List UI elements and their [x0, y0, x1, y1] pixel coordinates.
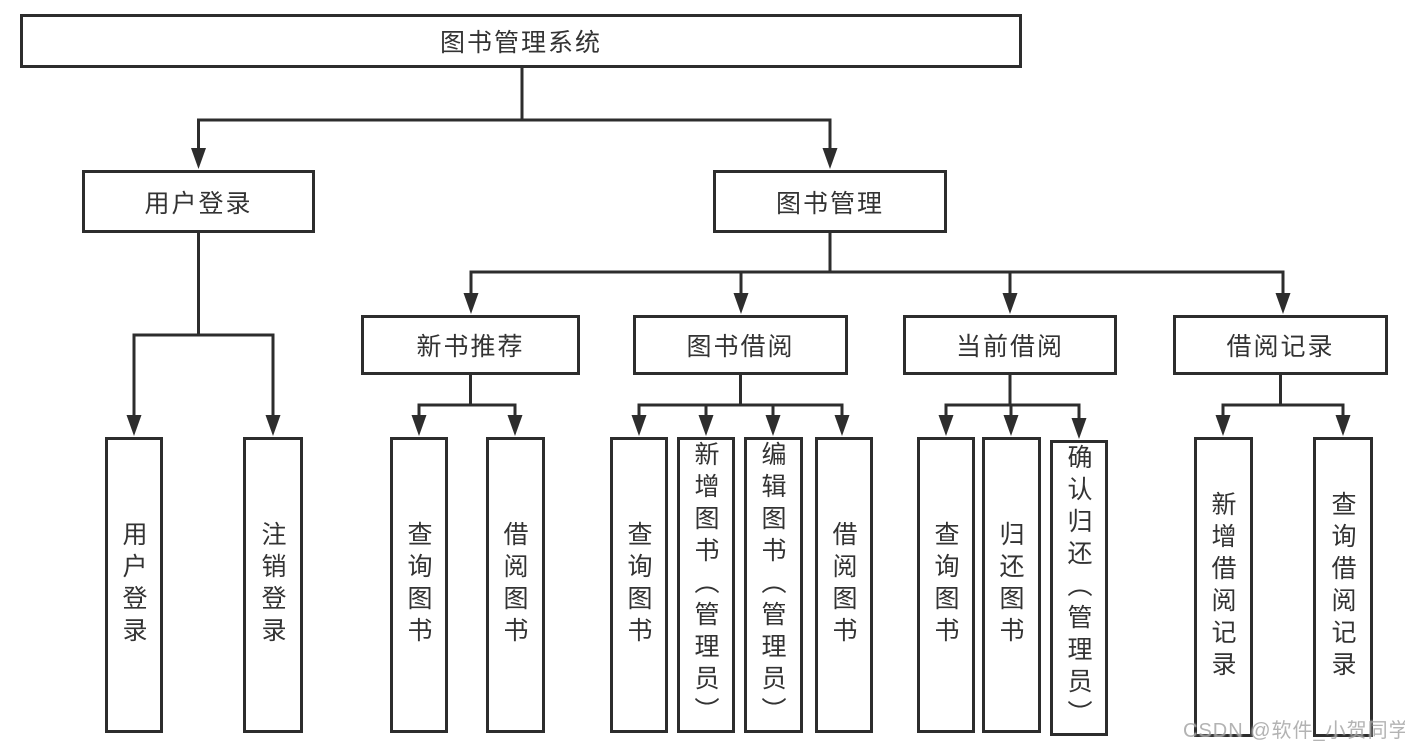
connector-user-login-subtree: [126, 233, 281, 436]
connector-book-management-subtree: [463, 233, 1291, 314]
leaf-add-book-admin: 新增图书（管理员）: [677, 437, 735, 733]
node-new-book-recommend: 新书推荐: [361, 315, 580, 375]
node-user-login: 用户登录: [82, 170, 315, 233]
connector-root-subtree: [191, 68, 838, 169]
leaf-borrow-books-2: 借阅图书: [815, 437, 873, 733]
connector-current-borrowing-subtree: [938, 375, 1087, 439]
leaf-user-login: 用户登录: [105, 437, 163, 733]
connector-new-book-subtree: [411, 375, 523, 436]
leaf-query-books-1: 查询图书: [390, 437, 448, 733]
leaf-borrow-books-1: 借阅图书: [486, 437, 545, 733]
leaf-query-books-3: 查询图书: [917, 437, 975, 733]
leaf-return-books: 归还图书: [982, 437, 1041, 733]
leaf-edit-book-admin: 编辑图书（管理员）: [744, 437, 803, 733]
node-book-management: 图书管理: [713, 170, 947, 233]
leaf-confirm-return-admin: 确认归还（管理员）: [1050, 440, 1108, 736]
leaf-add-borrow-record: 新增借阅记录: [1194, 437, 1253, 737]
connector-borrowing-records-subtree: [1215, 375, 1351, 436]
watermark-text: CSDN @软件_小贺同学: [1183, 720, 1405, 742]
node-book-borrowing: 图书借阅: [633, 315, 848, 375]
leaf-query-borrow-record: 查询借阅记录: [1313, 437, 1373, 737]
node-library-system: 图书管理系统: [20, 14, 1022, 68]
leaf-query-books-2: 查询图书: [610, 437, 668, 733]
connector-book-borrowing-subtree: [631, 375, 850, 436]
node-borrowing-records: 借阅记录: [1173, 315, 1388, 375]
node-current-borrowing: 当前借阅: [903, 315, 1117, 375]
leaf-logout-login: 注销登录: [243, 437, 303, 733]
